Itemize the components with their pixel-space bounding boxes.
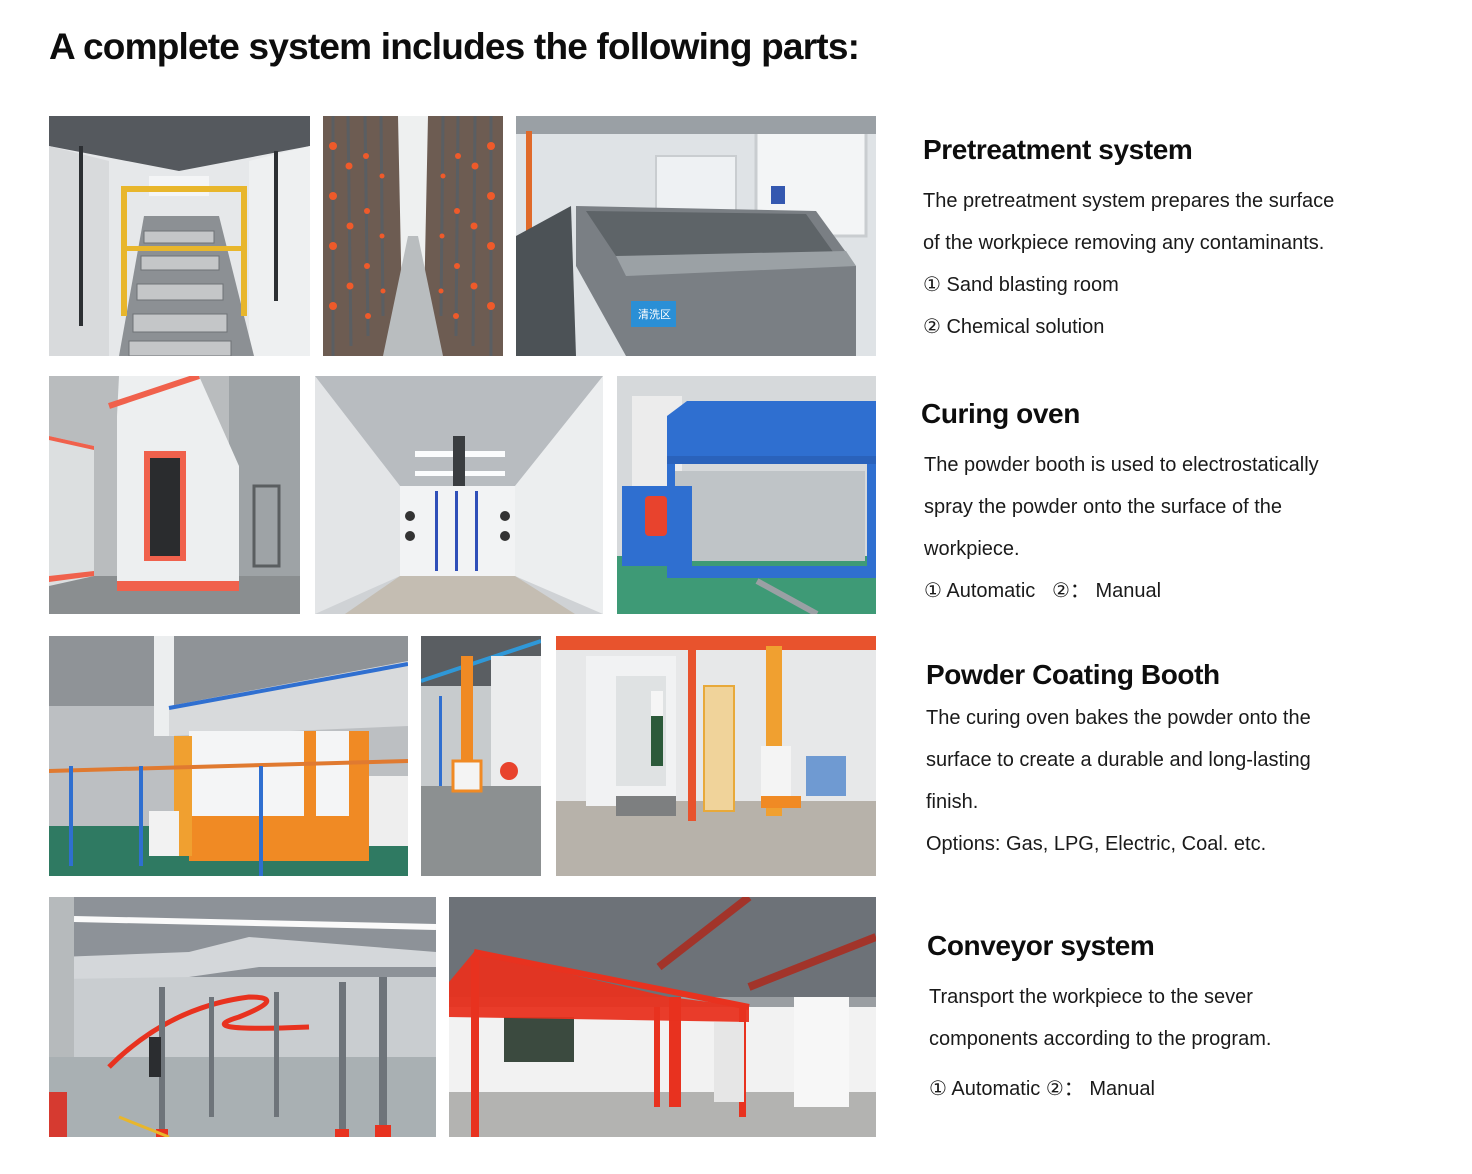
section-line: The pretreatment system prepares the sur… — [923, 190, 1335, 212]
section-line: of the workpiece removing any contaminan… — [923, 232, 1325, 254]
section-line: ① Sand blasting room — [923, 274, 1119, 296]
photo-white-booth-red-trim — [49, 376, 300, 614]
section-line: workpiece. — [924, 538, 1020, 560]
photo-red-steel-conveyor-frame — [449, 897, 876, 1137]
section-heading: Pretreatment system — [923, 134, 1193, 165]
section-line: surface to create a durable and long-las… — [926, 749, 1311, 771]
tank-zone-label: 清洗区 — [638, 308, 671, 321]
section-heading: Powder Coating Booth — [926, 659, 1220, 690]
section-curing-oven: Curing oven The powder booth is used to … — [921, 398, 1401, 612]
section-line: Transport the workpiece to the sever — [929, 986, 1253, 1008]
section-heading: Curing oven — [921, 398, 1080, 429]
section-powder-coating-booth: Powder Coating Booth The curing oven bak… — [926, 659, 1406, 865]
section-line: ① Automatic ②： Manual — [929, 1078, 1155, 1100]
section-line: spray the powder onto the surface of the — [924, 496, 1282, 518]
section-line: finish. — [926, 791, 979, 813]
section-pretreatment-system: Pretreatment system The pretreatment sys… — [923, 134, 1403, 348]
section-heading: Conveyor system — [927, 930, 1155, 961]
section-line: The powder booth is used to electrostati… — [924, 454, 1319, 476]
section-line: ② Chemical solution — [923, 316, 1105, 338]
section-line: ① Automatic ②： Manual — [924, 580, 1162, 602]
photo-curing-oven-interior — [315, 376, 603, 614]
photo-blue-powder-booth — [617, 376, 876, 614]
photo-orange-reciprocator — [421, 636, 541, 876]
section-conveyor-system: Conveyor system Transport the workpiece … — [927, 930, 1407, 1110]
photo-pretreatment-tank-line — [49, 116, 310, 356]
photo-orange-powder-booth — [49, 636, 408, 876]
photo-chemical-dip-tanks: 清洗区 — [516, 116, 876, 356]
photo-spray-pretreatment-tunnel — [323, 116, 503, 356]
section-line: The curing oven bakes the powder onto th… — [926, 707, 1311, 729]
photo-overhead-conveyor-line — [49, 897, 436, 1137]
photo-manual-spray-booth — [556, 636, 876, 876]
section-line: components according to the program. — [929, 1028, 1272, 1050]
section-line: Options: Gas, LPG, Electric, Coal. etc. — [926, 833, 1267, 855]
page-title: A complete system includes the following… — [49, 26, 860, 67]
